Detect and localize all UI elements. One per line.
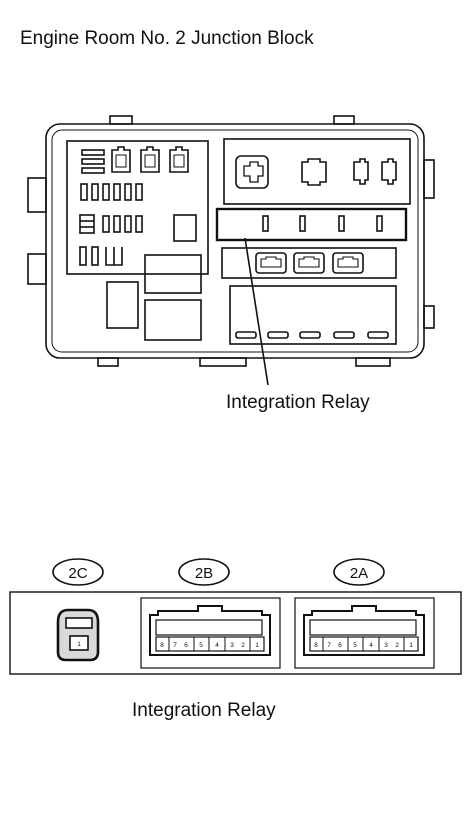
tag-2b-oval	[178, 558, 230, 586]
integration-relay-label-top: Integration Relay	[226, 392, 370, 413]
pins-2a: 8 7 6 5 4 3 2 1	[314, 642, 413, 649]
leader-line	[244, 237, 269, 386]
connector-panel	[9, 591, 462, 675]
connector-2b	[140, 597, 281, 669]
pins-2b: 8 7 6 5 4 3 2 1	[160, 642, 259, 649]
pin-2b-3: 3	[230, 642, 234, 649]
pin-2b-2: 2	[241, 642, 245, 649]
pin-2b-6: 6	[184, 642, 188, 649]
diagram-title: Engine Room No. 2 Junction Block	[20, 28, 314, 49]
left-fuse-panel	[66, 140, 209, 275]
pin-2a-3: 3	[384, 642, 388, 649]
pin-2a-4: 4	[369, 642, 373, 649]
right-relay-panel	[223, 138, 411, 205]
lower-right-box	[229, 285, 397, 345]
connector-2a	[294, 597, 435, 669]
integration-relay-label-bottom: Integration Relay	[132, 700, 276, 721]
pin-2a-7: 7	[327, 642, 331, 649]
tag-2a: 2A	[350, 565, 368, 582]
pin-2b-4: 4	[215, 642, 219, 649]
tag-2c: 2C	[68, 565, 87, 582]
tag-2b: 2B	[195, 565, 213, 582]
pin-dividers-2b	[168, 637, 251, 651]
pin-dividers-2a	[322, 637, 405, 651]
pin-2c-1: 1	[77, 641, 81, 648]
pin-2a-2: 2	[395, 642, 399, 649]
connector-2c	[56, 608, 100, 662]
integration-relay-location	[215, 207, 408, 242]
pin-2a-1: 1	[409, 642, 413, 649]
connector-strip	[221, 247, 397, 279]
junction-block	[27, 115, 435, 367]
tag-2a-oval	[333, 558, 385, 586]
pin-2a-6: 6	[338, 642, 342, 649]
tag-2c-oval	[52, 558, 104, 586]
pin-2a-5: 5	[353, 642, 357, 649]
pin-2b-5: 5	[199, 642, 203, 649]
pin-2a-8: 8	[314, 642, 318, 649]
pin-2b-7: 7	[173, 642, 177, 649]
pin-2b-1: 1	[255, 642, 259, 649]
pin-2b-8: 8	[160, 642, 164, 649]
